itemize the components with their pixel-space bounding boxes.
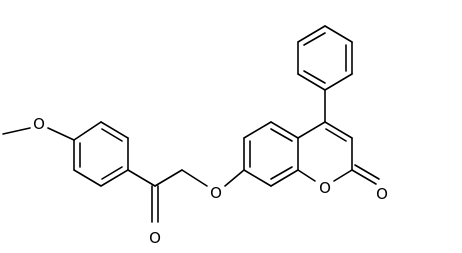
bond	[127, 169, 156, 187]
inner-double-bond	[303, 32, 326, 46]
acyl-linker	[127, 169, 208, 223]
ether-oxygen-label: O	[210, 184, 222, 202]
inner-double-bond	[325, 128, 347, 142]
bond	[324, 121, 353, 139]
bond	[100, 169, 129, 187]
bond	[224, 169, 245, 187]
bond	[270, 121, 299, 139]
bond	[73, 121, 102, 141]
chromenone-benzo-ring	[224, 121, 299, 187]
pyranone-ring	[297, 121, 380, 185]
bond	[100, 121, 129, 139]
bond	[154, 169, 183, 187]
lactone-double-bond	[351, 169, 377, 185]
inner-double-bond	[270, 166, 293, 180]
bond	[297, 25, 326, 43]
bond	[73, 169, 102, 187]
methoxy-group	[2, 127, 75, 141]
phenyl-ring	[297, 25, 353, 123]
bond	[297, 169, 316, 182]
inner-double-bond	[101, 128, 123, 142]
inner-double-bond	[270, 128, 293, 142]
bond	[324, 25, 353, 43]
inner-double-bond	[101, 166, 123, 180]
bond	[47, 127, 75, 141]
bond	[181, 169, 208, 187]
bond	[297, 121, 326, 139]
bond	[270, 169, 299, 187]
bond	[243, 169, 272, 187]
inner-double-bond	[303, 70, 326, 84]
methoxy-oxygen-label: O	[33, 115, 45, 133]
bond	[243, 121, 272, 139]
ring-oxygen-label: O	[319, 179, 331, 197]
bond	[2, 127, 31, 135]
ketone-oxygen-label: O	[149, 229, 161, 247]
methoxyphenyl-ring	[73, 121, 129, 187]
atom-labels: O O O O O	[33, 115, 388, 247]
bond	[297, 73, 326, 91]
lactone-oxygen-label: O	[376, 185, 388, 203]
lactone-double-bond	[354, 164, 380, 180]
bond	[333, 169, 353, 182]
bond	[324, 73, 353, 91]
